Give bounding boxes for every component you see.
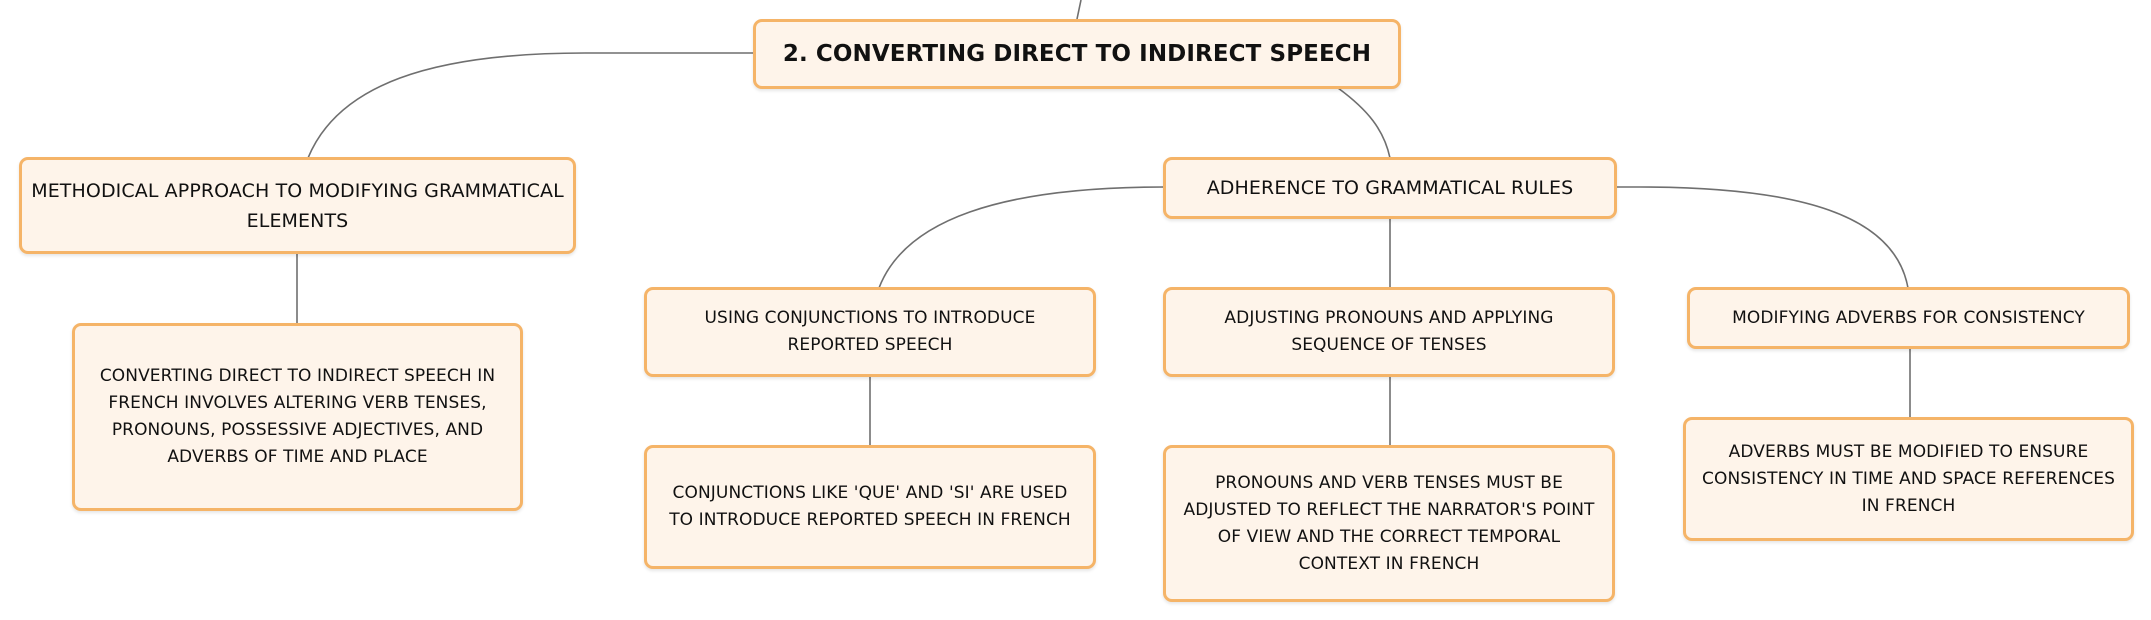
adherence-node[interactable]: ADHERENCE TO GRAMMATICAL RULES bbox=[1163, 157, 1617, 219]
conjunctions-detail-text: CONJUNCTIONS LIKE 'QUE' AND 'SI' ARE USE… bbox=[669, 483, 1071, 530]
pronouns-node[interactable]: ADJUSTING PRONOUNS AND APPLYING SEQUENCE… bbox=[1163, 287, 1615, 377]
methodical-approach-node[interactable]: METHODICAL APPROACH TO MODIFYING GRAMMAT… bbox=[19, 157, 576, 254]
root-node-label: 2. CONVERTING DIRECT TO INDIRECT SPEECH bbox=[782, 41, 1372, 67]
methodical-approach-detail-text: CONVERTING DIRECT TO INDIRECT SPEECH IN … bbox=[99, 366, 496, 467]
connector-root-to-adherence bbox=[1337, 87, 1391, 159]
methodical-approach-label: METHODICAL APPROACH TO MODIFYING GRAMMAT… bbox=[31, 179, 564, 232]
pronouns-detail-node[interactable]: PRONOUNS AND VERB TENSES MUST BE ADJUSTE… bbox=[1163, 445, 1615, 602]
conjunctions-label: USING CONJUNCTIONS TO INTRODUCE REPORTED… bbox=[704, 308, 1036, 355]
conjunctions-node[interactable]: USING CONJUNCTIONS TO INTRODUCE REPORTED… bbox=[644, 287, 1096, 377]
adverbs-detail-text: ADVERBS MUST BE MODIFIED TO ENSURE CONSI… bbox=[1702, 441, 2115, 516]
root-node[interactable]: 2. CONVERTING DIRECT TO INDIRECT SPEECH bbox=[753, 19, 1401, 89]
connector-adherence-to-conjunctions bbox=[878, 186, 1165, 289]
conjunctions-detail-node[interactable]: CONJUNCTIONS LIKE 'QUE' AND 'SI' ARE USE… bbox=[644, 445, 1096, 569]
connector-root-to-methodical bbox=[307, 52, 755, 159]
pronouns-detail-text: PRONOUNS AND VERB TENSES MUST BE ADJUSTE… bbox=[1183, 472, 1595, 574]
pronouns-label: ADJUSTING PRONOUNS AND APPLYING SEQUENCE… bbox=[1224, 308, 1554, 355]
adverbs-label: MODIFYING ADVERBS FOR CONSISTENCY bbox=[1732, 307, 2085, 328]
adverbs-node[interactable]: MODIFYING ADVERBS FOR CONSISTENCY bbox=[1687, 287, 2130, 349]
connector-adherence-to-adverbs bbox=[1616, 186, 1909, 289]
adverbs-detail-node[interactable]: ADVERBS MUST BE MODIFIED TO ENSURE CONSI… bbox=[1683, 417, 2134, 541]
methodical-approach-detail-node[interactable]: CONVERTING DIRECT TO INDIRECT SPEECH IN … bbox=[72, 323, 523, 511]
adherence-label: ADHERENCE TO GRAMMATICAL RULES bbox=[1206, 177, 1574, 199]
connector-incoming-root bbox=[1076, 0, 1082, 20]
